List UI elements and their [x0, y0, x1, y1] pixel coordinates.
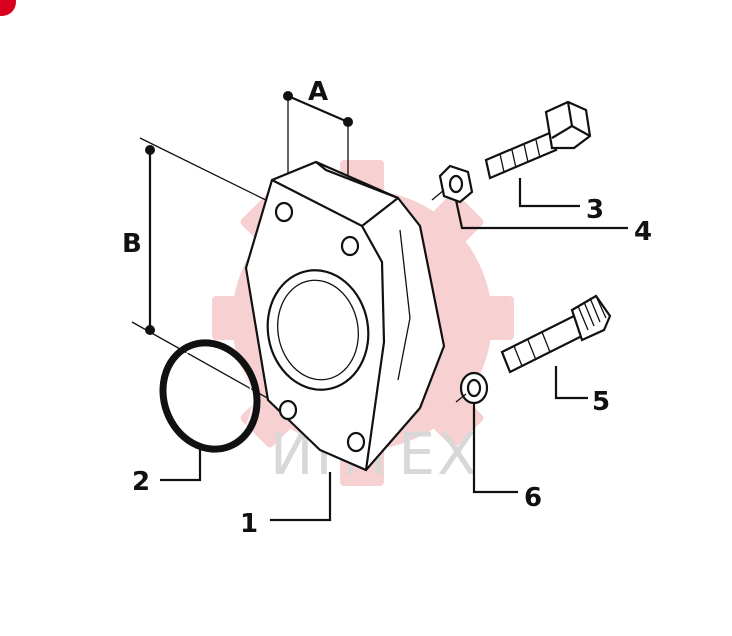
flange-plate-part-1 [244, 160, 446, 472]
dimension-b-label: B [122, 229, 142, 259]
hex-bolt-part-3 [484, 100, 592, 180]
callout-6: 6 [524, 483, 542, 513]
washer-part-6 [459, 371, 489, 405]
callout-5: 5 [592, 387, 610, 417]
callout-2: 2 [132, 467, 150, 497]
socket-bolt-part-5 [500, 294, 612, 374]
corner-badge-icon [0, 0, 16, 16]
dimension-b: B [122, 137, 279, 405]
callout-4: 4 [634, 217, 652, 247]
leader-lines [160, 178, 628, 522]
o-ring-part-2 [159, 339, 261, 453]
nut-part-4 [438, 164, 474, 204]
dimension-a-label: A [308, 77, 328, 107]
callout-3: 3 [586, 195, 604, 225]
callout-1: 1 [240, 509, 258, 539]
